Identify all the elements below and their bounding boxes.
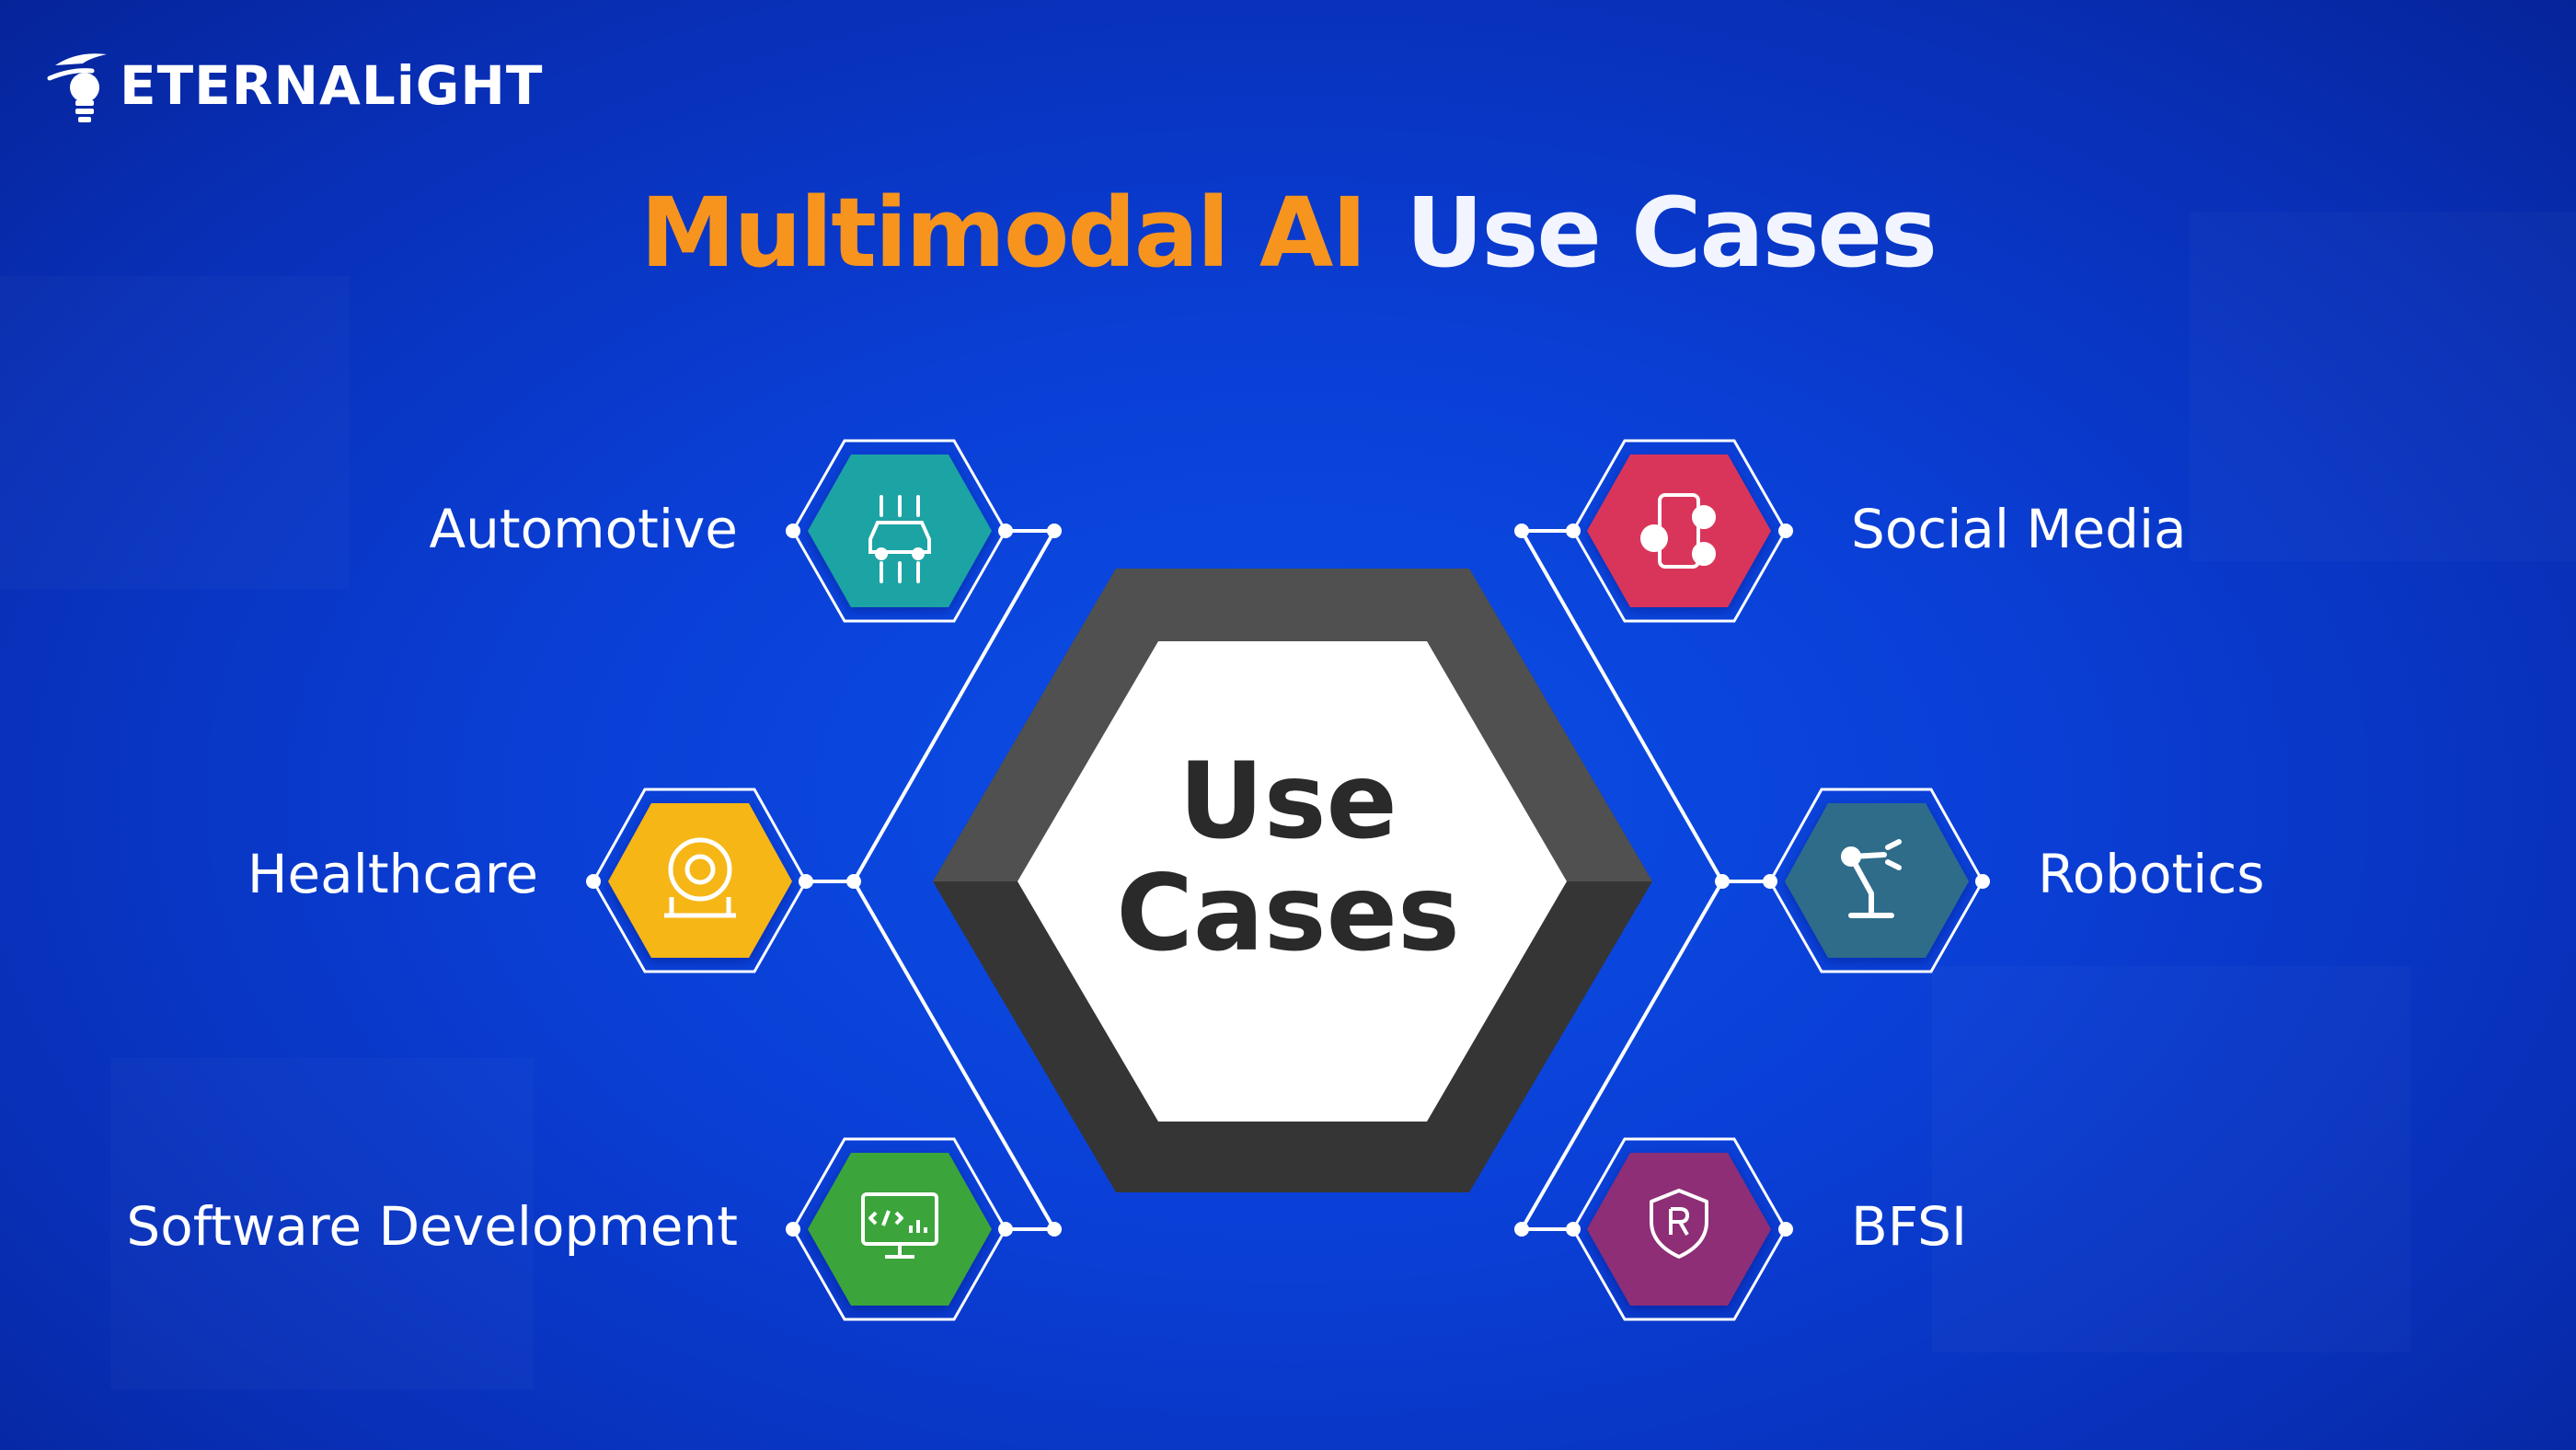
hex-node-social-media bbox=[1566, 439, 1793, 623]
bulb-icon bbox=[47, 53, 107, 122]
hex-node-robotics bbox=[1763, 788, 1990, 973]
hex-node-software-development bbox=[786, 1137, 1013, 1321]
robot-arm-icon bbox=[1841, 839, 1902, 918]
center-label-line2: Cases bbox=[1116, 852, 1460, 974]
label-bfsi: BFSI bbox=[1851, 1195, 1968, 1258]
mri-scanner-icon bbox=[664, 837, 736, 918]
hex-node-automotive bbox=[786, 439, 1013, 623]
brand-name: ETERNALiGHT bbox=[120, 54, 544, 117]
center-label: Use Cases bbox=[1012, 745, 1564, 970]
label-robotics: Robotics bbox=[2038, 843, 2265, 905]
title-highlight: Multimodal AI bbox=[640, 177, 1367, 289]
label-software-development: Software Development bbox=[126, 1195, 738, 1258]
hex-node-healthcare bbox=[586, 788, 813, 973]
code-monitor-icon bbox=[861, 1192, 938, 1259]
center-hexagon bbox=[933, 569, 1652, 1192]
center-label-line1: Use bbox=[1179, 740, 1397, 862]
label-automotive: Automotive bbox=[429, 498, 738, 560]
label-healthcare: Healthcare bbox=[247, 843, 538, 905]
social-phone-icon bbox=[1640, 493, 1716, 569]
connector-dots bbox=[846, 524, 1730, 1237]
hex-node-bfsi bbox=[1566, 1137, 1793, 1321]
page-title: Multimodal AI Use Cases bbox=[0, 177, 2576, 289]
car-circuit-icon bbox=[868, 495, 931, 583]
label-social-media: Social Media bbox=[1851, 498, 2187, 560]
brand-logo: ETERNALiGHT bbox=[46, 44, 543, 127]
secure-payment-icon bbox=[1650, 1189, 1708, 1259]
title-rest: Use Cases bbox=[1406, 177, 1938, 289]
